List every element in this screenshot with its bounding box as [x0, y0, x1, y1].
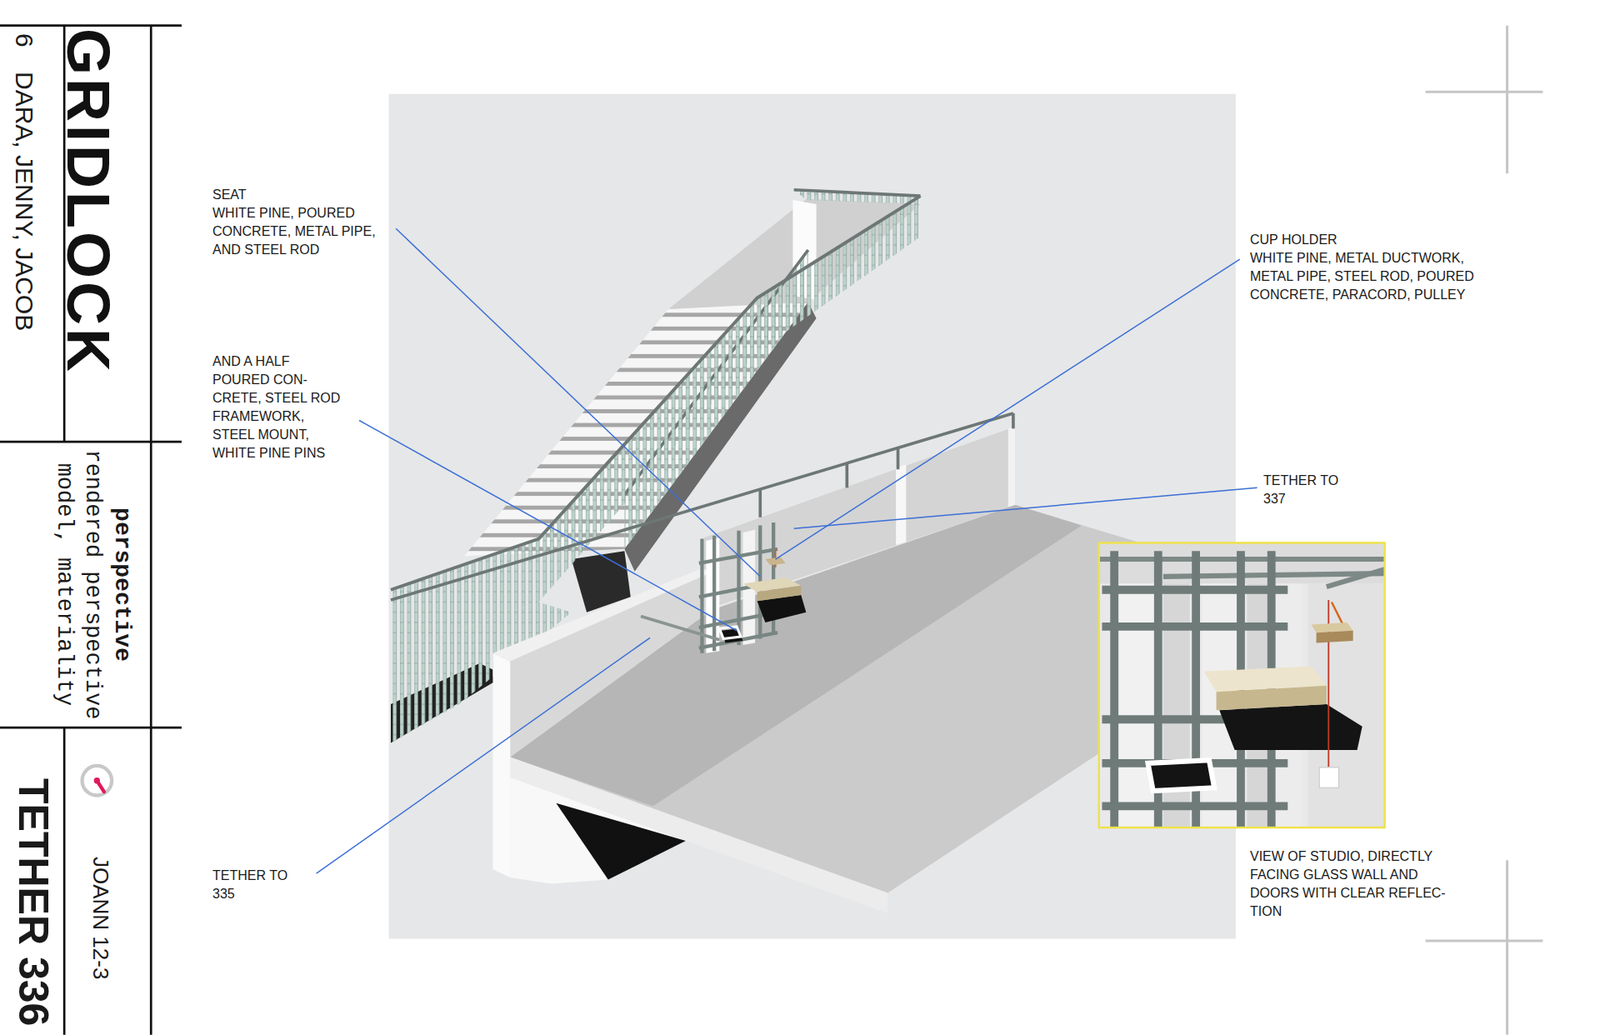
instructor-section: JOANN 12-3: [88, 856, 114, 1024]
perspective-render-part: [510, 505, 1082, 806]
inset-view-part: [1099, 542, 1385, 828]
title-block-frame-part: [0, 24, 182, 27]
leader-lines: [316, 228, 1258, 874]
inset-view-part-part: [1119, 583, 1155, 828]
tether-note: TETHER TO 337: [1263, 471, 1347, 509]
perspective-render-part-part: [845, 463, 849, 488]
inset-caption: VIEW OF STUDIO, DIRECTLY FACING GLASS WA…: [1250, 847, 1459, 921]
title-block-frame-part: [150, 25, 153, 1035]
inset-view-part-part-part: [1326, 569, 1385, 587]
inset-view-part-part: [1331, 601, 1343, 625]
callout-heading: CUP HOLDER: [1250, 230, 1488, 250]
perspective-render-part-part: [896, 448, 900, 470]
perspective-render-part: [492, 653, 510, 878]
inset-view-part-part: [1216, 685, 1327, 710]
perspective-render-part: [719, 626, 741, 640]
inset-view-part-part: [1148, 760, 1215, 791]
leader-lines-part: [359, 420, 737, 630]
perspective-render-part: [757, 585, 802, 601]
clock-icon-part: [94, 777, 100, 784]
material-note: WHITE PINE, POURED CONCRETE, METAL PIPE,…: [212, 204, 384, 260]
leader-lines-part: [316, 637, 650, 874]
title-block-frame-part: [0, 726, 182, 730]
author-names: DARA, JENNY, JACOB: [10, 71, 39, 389]
perspective-render-part: [640, 616, 720, 640]
crop-marks: [1425, 25, 1544, 1035]
clock-icon-part: [82, 765, 113, 796]
inset-view-part-part-part: [1101, 622, 1288, 631]
material-note: POURED CON- CRETE, STEEL ROD FRAMEWORK, …: [212, 370, 346, 463]
sheet-number: TETHER 336: [11, 778, 55, 1033]
title-block-frame: [0, 25, 182, 1035]
inset-view-part-part-part: [1101, 585, 1288, 595]
inset-view-part-part: [1219, 704, 1362, 750]
crop-marks-part: [1425, 90, 1544, 94]
group-number: 6: [10, 33, 39, 59]
inset-view-part-part-part: [1101, 801, 1288, 810]
callout-heading: SEAT: [212, 185, 384, 205]
title-block-frame-part: [0, 440, 182, 444]
perspective-render-part: [794, 190, 921, 205]
crop-marks-part: [1505, 25, 1509, 175]
inset-view-part: [1099, 542, 1385, 828]
leader-lines-part: [775, 259, 1240, 560]
callout-heading: AND A HALF: [212, 352, 346, 371]
perspective-render-part: [794, 190, 921, 196]
tether-note: TETHER TO 335: [212, 866, 296, 904]
title-block-frame-part: [63, 727, 66, 1035]
project-title: GRIDLOCK: [58, 28, 119, 395]
crop-marks-part: [1425, 939, 1544, 942]
perspective-render-part-part: [1011, 413, 1015, 429]
inset-view-part-part: [1316, 630, 1354, 644]
inset-view-part-part: [1148, 760, 1215, 791]
leader-lines-part: [395, 228, 760, 577]
material-note: WHITE PINE, METAL DUCTWORK, METAL PIPE, …: [1250, 249, 1488, 305]
perspective-render-part: [555, 803, 686, 880]
clock-icon: [82, 765, 113, 796]
perspective-render-part: [510, 757, 888, 914]
perspective-render-part: [765, 557, 785, 566]
sheet-description: rendered perspective model, materiality: [50, 441, 107, 728]
sheet-heading: perspective: [107, 441, 136, 728]
board: [0, 25, 1543, 1035]
perspective-render-part-part: [758, 489, 762, 518]
inset-view: [1099, 542, 1385, 829]
perspective-render-part: [510, 777, 686, 884]
perspective-render-part: [1008, 426, 1016, 508]
inset-view-part-part: [1319, 767, 1339, 788]
leader-lines-part: [794, 487, 1258, 529]
crop-marks-part: [1505, 860, 1509, 1035]
